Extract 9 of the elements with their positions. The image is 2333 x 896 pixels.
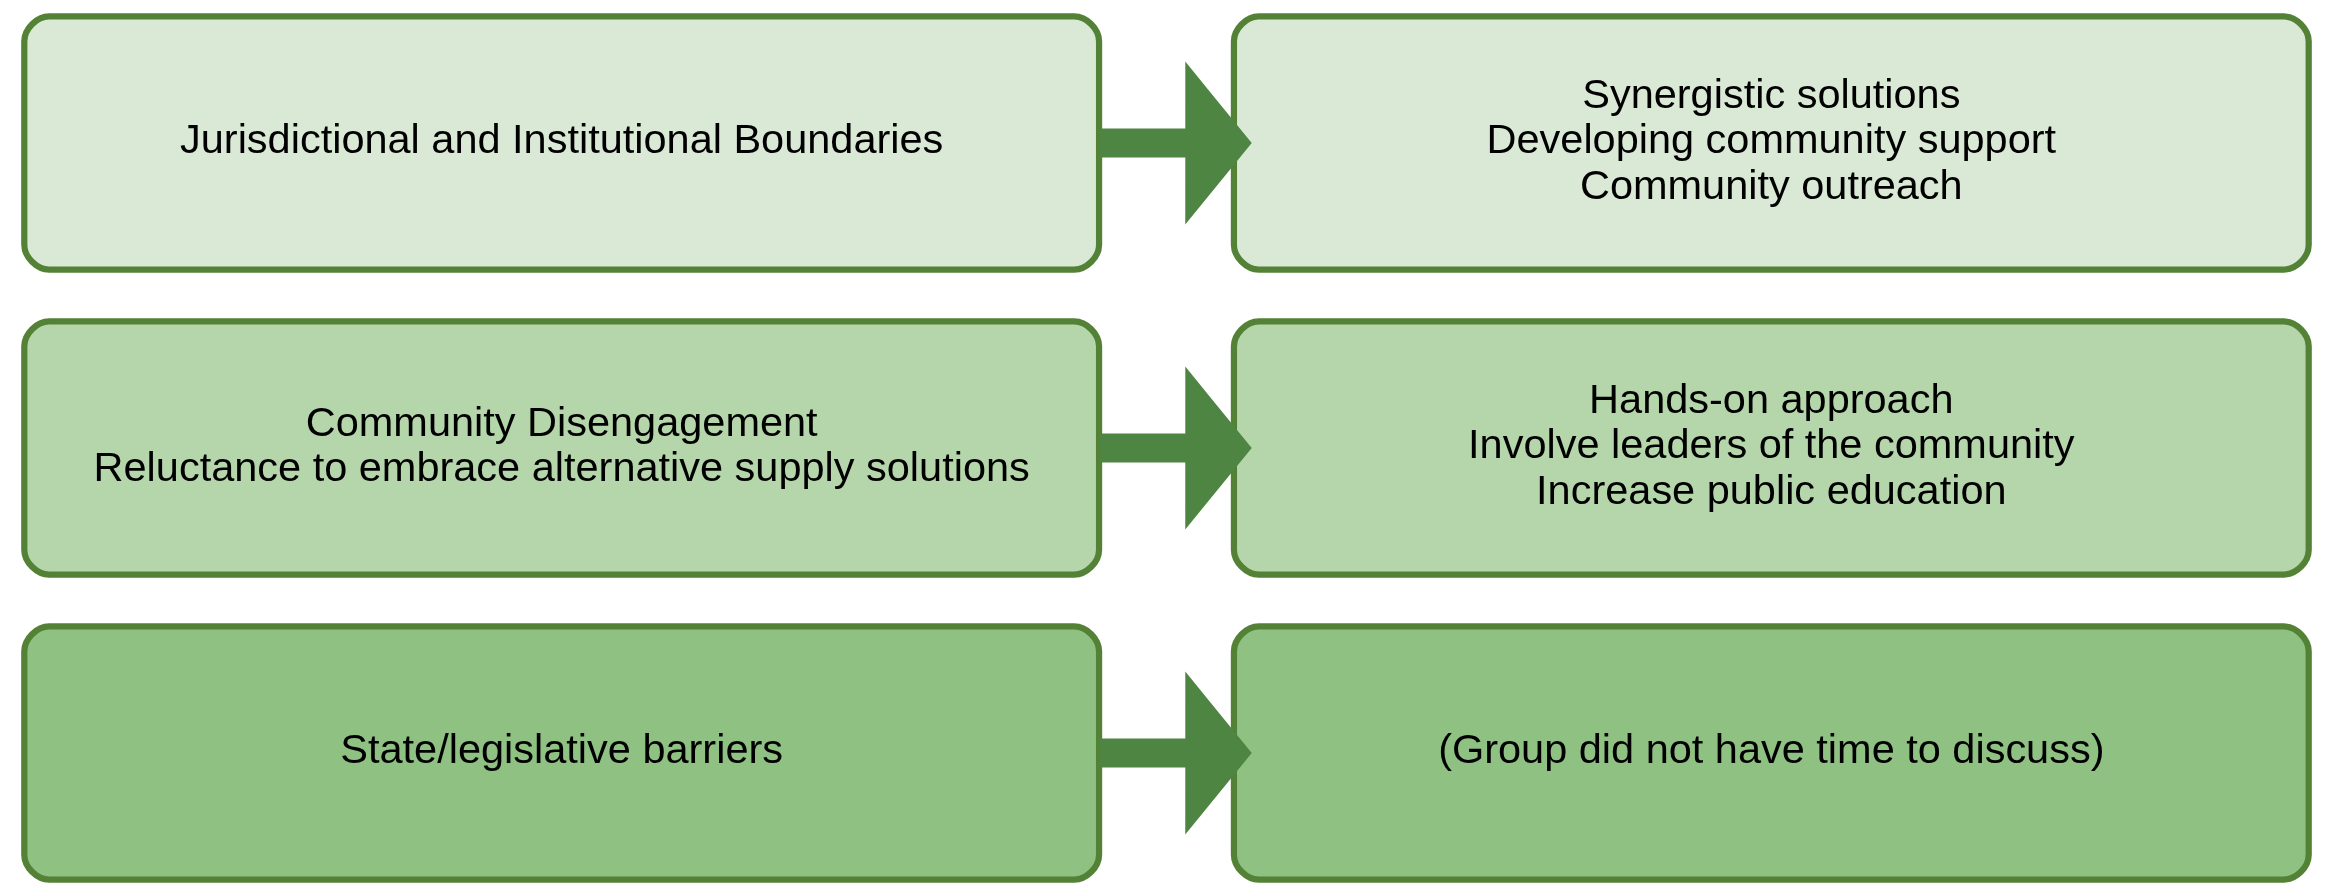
node-box: State/legislative barriers (21, 623, 1103, 883)
node-box: Hands-on approach Involve leaders of the community Increase public education (1230, 318, 2312, 578)
node-box: Synergistic solutions Developing community support Community outreach (1230, 13, 2312, 273)
arrow (1099, 61, 1252, 225)
node-box: Community Disengagement Reluctance to embrace alternative supply solutions (21, 318, 1103, 578)
node-box: Jurisdictional and Institutional Boundaries (21, 13, 1103, 273)
arrow (1099, 671, 1252, 835)
arrow (1099, 366, 1252, 530)
node-box: (Group did not have time to discuss) (1230, 623, 2312, 883)
